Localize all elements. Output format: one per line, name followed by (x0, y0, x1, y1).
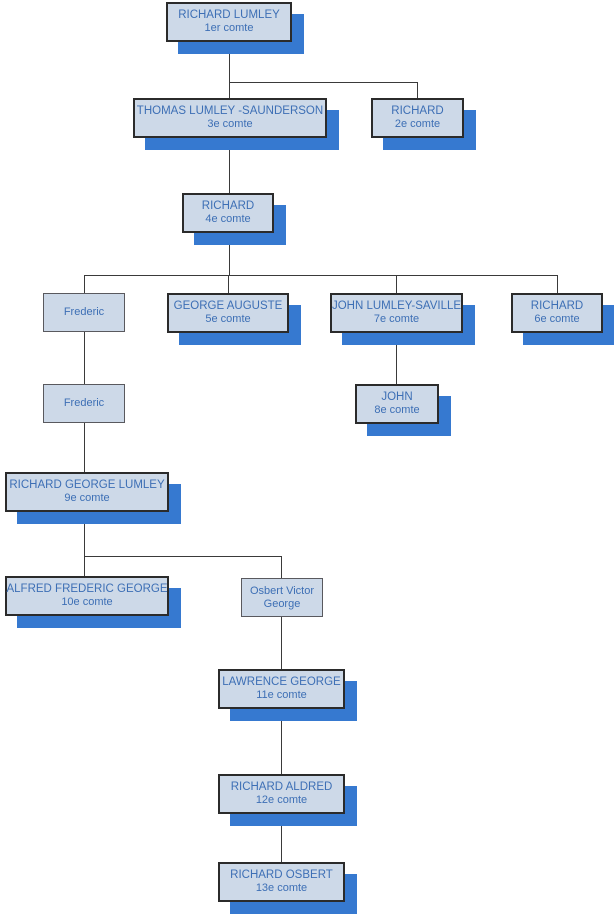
node-name-john-8e: JOHN (381, 390, 413, 403)
node-title-richard-aldred-12e: 12e comte (255, 794, 308, 807)
node-title-richard-osbert-13e: 13e comte (255, 882, 308, 895)
node-title-richard-lumley-1er: 1er comte (204, 22, 254, 35)
node-name-alfred-frederic-george-10e: ALFRED FREDERIC GEORGE (6, 582, 168, 595)
node-frederic-2[interactable]: Frederic (43, 384, 125, 423)
node-name-richard-2e: RICHARD (391, 104, 444, 117)
node-name-john-lumley-saville-7e: JOHN LUMLEY-SAVILLE (331, 299, 462, 312)
node-name-richard-george-lumley-9e: RICHARD GEORGE LUMLEY (9, 478, 165, 491)
node-name-richard-lumley-1er: RICHARD LUMLEY (178, 8, 280, 21)
node-title-osbert-victor-george: George (263, 597, 301, 610)
node-title-john-lumley-saville-7e: 7e comte (373, 313, 420, 326)
node-name-richard-osbert-13e: RICHARD OSBERT (230, 868, 333, 881)
node-frederic-1[interactable]: Frederic (43, 293, 125, 332)
node-name-thomas-lumley-saunderson-3e: THOMAS LUMLEY -SAUNDERSON (136, 104, 324, 117)
node-title-thomas-lumley-saunderson-3e: 3e comte (207, 118, 253, 131)
node-name-frederic-1: Frederic (63, 306, 105, 319)
node-name-richard-aldred-12e: RICHARD ALDRED (230, 780, 333, 793)
node-name-george-auguste-5e: GEORGE AUGUSTE (173, 299, 283, 312)
node-name-lawrence-george-11e: LAWRENCE GEORGE (222, 675, 341, 688)
node-title-john-8e: 8e comte (374, 404, 420, 417)
node-title-lawrence-george-11e: 11e comte (256, 689, 307, 702)
node-name-richard-6e: RICHARD (530, 299, 584, 312)
node-name-osbert-victor-george: Osbert Victor (250, 584, 314, 597)
node-title-richard-4e: 4e comte (205, 213, 251, 226)
node-title-richard-george-lumley-9e: 9e comte (64, 492, 110, 505)
node-name-frederic-2: Frederic (63, 397, 105, 410)
node-title-richard-6e: 6e comte (534, 313, 580, 326)
node-name-richard-4e: RICHARD (201, 199, 255, 212)
node-title-richard-2e: 2e comte (394, 118, 441, 131)
node-title-george-auguste-5e: 5e comte (205, 313, 251, 326)
node-title-alfred-frederic-george-10e: 10e comte (61, 596, 113, 609)
